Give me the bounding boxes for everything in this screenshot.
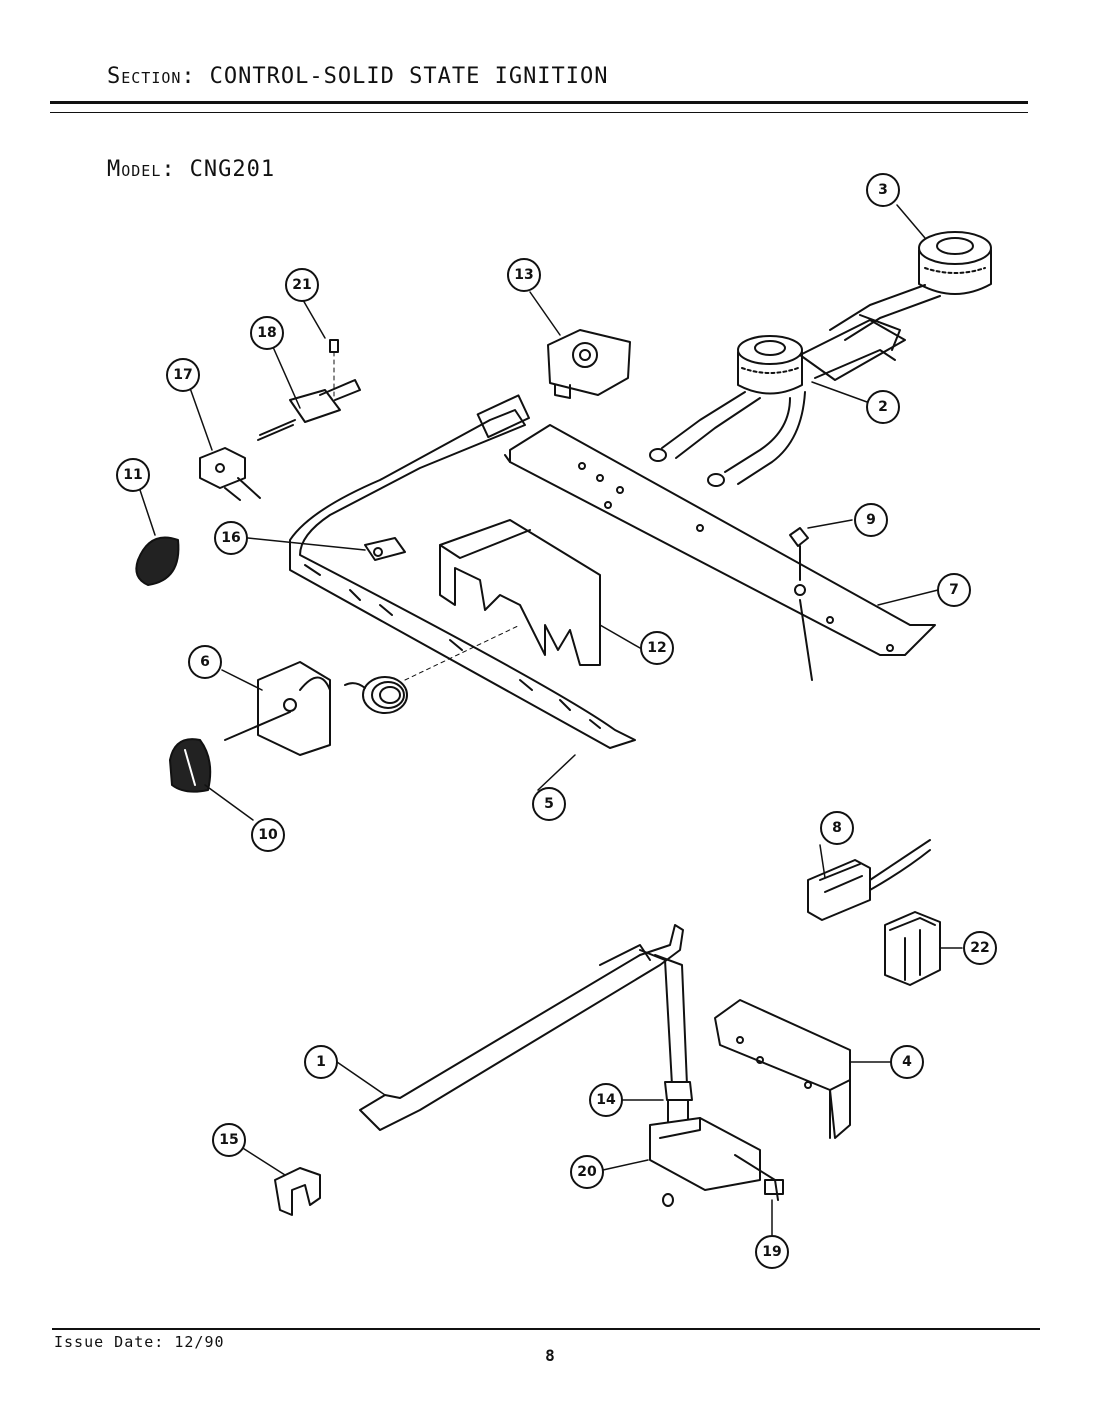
callout-circle-20 — [570, 1155, 604, 1189]
callout-16: 16 — [221, 530, 240, 546]
manifold-pipe-part — [289, 394, 636, 749]
callout-8: 8 — [832, 820, 842, 836]
heat-shield-part — [439, 519, 601, 666]
screw-part — [329, 339, 339, 401]
callout-circle-12 — [640, 631, 674, 665]
callout-circle-21 — [285, 268, 319, 302]
model-label: Model: — [106, 157, 176, 182]
model-line: Model: CNG201 — [50, 123, 609, 216]
callout-17: 17 — [173, 367, 192, 383]
ignitor-part — [807, 839, 931, 921]
burner-cap-part — [547, 329, 631, 399]
callout-circle-16 — [214, 521, 248, 555]
callout-circle-2 — [866, 390, 900, 424]
callout-circle-4 — [890, 1045, 924, 1079]
callout-circle-11 — [116, 458, 150, 492]
callout-numbers: 1 2 3 4 5 6 7 8 9 10 11 12 13 14 15 16 1… — [123, 182, 989, 1260]
callout-14: 14 — [596, 1092, 616, 1108]
callout-11: 11 — [123, 467, 142, 483]
section-label: Section: — [106, 64, 196, 89]
callout-circle-18 — [250, 316, 284, 350]
valve-bracket-part — [714, 999, 851, 1139]
callout-circle-9 — [854, 503, 888, 537]
callout-6: 6 — [200, 654, 210, 670]
clip-part — [789, 527, 809, 581]
callout-7: 7 — [949, 582, 959, 598]
callout-circle-7 — [937, 573, 971, 607]
page-header: Section: CONTROL-SOLID STATE IGNITION Mod… — [50, 30, 609, 216]
section-title: CONTROL-SOLID STATE IGNITION — [209, 64, 609, 89]
fitting-part — [664, 1081, 693, 1126]
header-rule-thick — [50, 101, 1028, 104]
callout-circle-19 — [755, 1235, 789, 1269]
callout-circle-14 — [589, 1083, 623, 1117]
callout-circle-8 — [820, 811, 854, 845]
callout-circle-5 — [532, 787, 566, 821]
valve-screw-part — [662, 1193, 674, 1207]
clamp-part — [274, 1167, 321, 1216]
model-number: CNG201 — [189, 157, 276, 182]
callout-2: 2 — [878, 399, 888, 415]
callout-19: 19 — [762, 1244, 781, 1260]
large-burner-part — [829, 231, 992, 351]
callout-circles — [116, 173, 997, 1269]
callout-4: 4 — [902, 1054, 912, 1070]
orifice-part — [364, 537, 406, 561]
manifold-bracket-part — [504, 424, 936, 681]
callout-9: 9 — [866, 512, 876, 528]
footer-rule — [52, 1328, 1040, 1330]
callout-22: 22 — [970, 940, 989, 956]
callout-10: 10 — [258, 827, 278, 843]
switch-part — [199, 447, 261, 501]
callout-12: 12 — [647, 640, 666, 656]
callout-circle-3 — [866, 173, 900, 207]
callout-circle-13 — [507, 258, 541, 292]
callout-circle-17 — [166, 358, 200, 392]
page-number: 8 — [545, 1346, 555, 1365]
valve-part — [257, 379, 361, 441]
callout-15: 15 — [219, 1132, 238, 1148]
issue-date: Issue Date: 12/90 — [54, 1333, 225, 1351]
thermostat-knob-part — [169, 738, 212, 793]
callout-21: 21 — [292, 277, 311, 293]
thermostat-coil-part — [344, 624, 521, 714]
callout-3: 3 — [878, 182, 888, 198]
callout-circle-10 — [251, 818, 285, 852]
callout-5: 5 — [544, 796, 554, 812]
callout-13: 13 — [514, 267, 533, 283]
callout-18: 18 — [257, 325, 276, 341]
spark-module-part — [884, 911, 941, 986]
callout-circle-15 — [212, 1123, 246, 1157]
callout-1: 1 — [316, 1054, 326, 1070]
callout-20: 20 — [577, 1164, 597, 1180]
callout-circle-22 — [963, 931, 997, 965]
callout-circle-6 — [188, 645, 222, 679]
knob-part — [135, 536, 180, 586]
leader-lines — [139, 204, 963, 1236]
callout-circle-1 — [304, 1045, 338, 1079]
header-rule-thin — [50, 112, 1028, 113]
thermostat-part — [224, 661, 331, 756]
small-burner-part — [649, 319, 906, 487]
oven-pipe-part — [359, 924, 688, 1131]
oven-valve-part — [649, 1117, 784, 1201]
section-line: Section: CONTROL-SOLID STATE IGNITION — [50, 30, 609, 123]
